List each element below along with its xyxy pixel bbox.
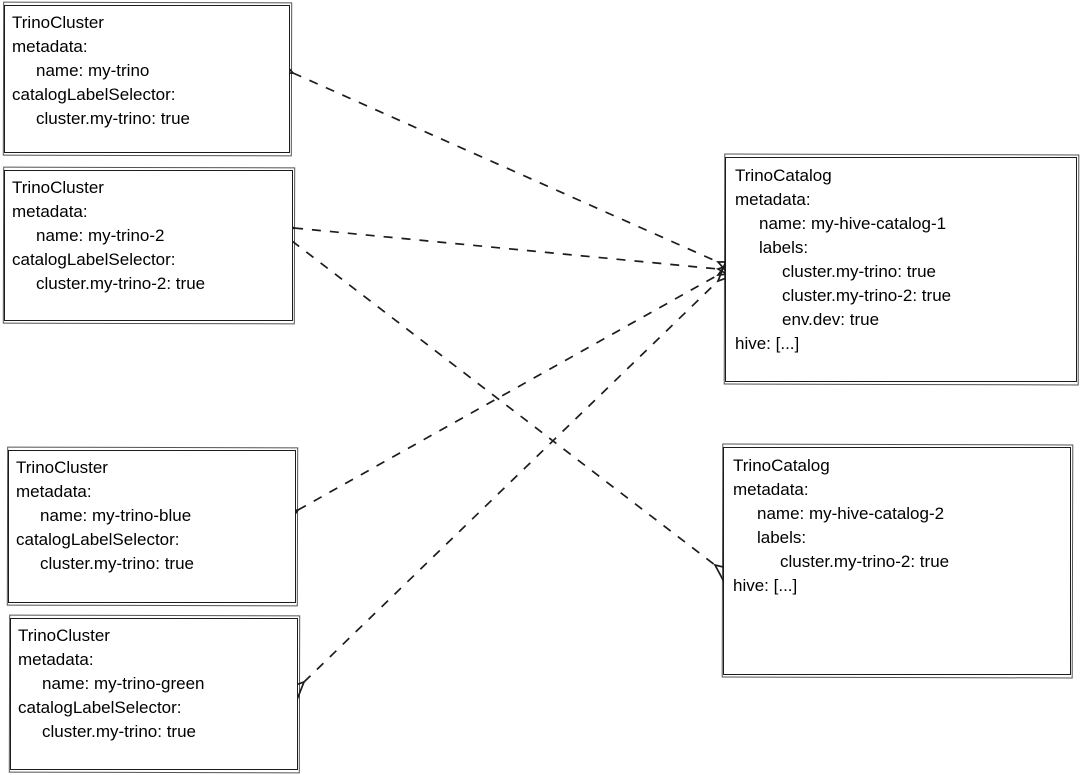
trinocluster-box-my-trino-2: TrinoCluster metadata: name: my-trino-2 … xyxy=(4,170,293,321)
yaml-line-kind: TrinoCluster xyxy=(12,13,104,32)
yaml-line-kind: TrinoCluster xyxy=(18,626,110,645)
yaml-line: metadata: xyxy=(12,202,88,221)
yaml-line: cluster.my-trino-2: true xyxy=(36,274,206,293)
yaml-line: metadata: xyxy=(735,190,811,209)
yaml-line: catalogLabelSelector: xyxy=(12,250,176,269)
yaml-line: hive: [...] xyxy=(735,334,800,353)
yaml-line: catalogLabelSelector: xyxy=(16,530,180,549)
yaml-line-kind: TrinoCluster xyxy=(16,458,108,477)
yaml-line: labels: xyxy=(759,238,809,257)
yaml-line: catalogLabelSelector: xyxy=(12,85,176,104)
edge-my-trino--my-hive-catalog-1 xyxy=(271,56,740,279)
yaml-line: env.dev: true xyxy=(782,310,880,329)
yaml-line-kind: TrinoCluster xyxy=(12,178,104,197)
yaml-line: labels: xyxy=(757,528,807,547)
yaml-line: metadata: xyxy=(16,482,92,501)
yaml-line: cluster.my-trino: true xyxy=(40,554,194,573)
yaml-line: metadata: xyxy=(733,480,809,499)
yaml-line: name: my-trino xyxy=(36,61,150,80)
yaml-line: cluster.my-trino-2: true xyxy=(780,552,950,571)
trinocluster-box-my-trino-green: TrinoCluster metadata: name: my-trino-gr… xyxy=(10,618,298,770)
yaml-line-kind: TrinoCatalog xyxy=(733,456,830,475)
yaml-line: cluster.my-trino: true xyxy=(36,109,190,128)
yaml-line: catalogLabelSelector: xyxy=(18,698,182,717)
yaml-line: cluster.my-trino: true xyxy=(782,262,936,281)
yaml-line: metadata: xyxy=(18,650,94,669)
yaml-line: name: my-trino-2 xyxy=(36,226,165,245)
edge-my-trino-blue--my-hive-catalog-1 xyxy=(276,256,740,529)
trinocatalog-box-my-hive-catalog-1: TrinoCatalog metadata: name: my-hive-cat… xyxy=(725,157,1077,382)
yaml-line: name: my-trino-blue xyxy=(40,506,192,525)
yaml-line: name: my-hive-catalog-1 xyxy=(759,214,947,233)
edge-my-trino-2--my-hive-catalog-2 xyxy=(270,221,737,585)
yaml-line: cluster.my-trino: true xyxy=(42,722,196,741)
edge-my-trino-green--my-hive-catalog-1 xyxy=(283,260,739,703)
yaml-line: name: my-hive-catalog-2 xyxy=(757,504,945,523)
yaml-line: hive: [...] xyxy=(733,576,798,595)
yaml-line: name: my-trino-green xyxy=(42,674,205,693)
trinocatalog-box-my-hive-catalog-2: TrinoCatalog metadata: name: my-hive-cat… xyxy=(723,447,1071,675)
yaml-line: cluster.my-trino-2: true xyxy=(782,286,952,305)
yaml-line-kind: TrinoCatalog xyxy=(735,166,832,185)
yaml-line: metadata: xyxy=(12,37,88,56)
trinocluster-box-my-trino-blue: TrinoCluster metadata: name: my-trino-bl… xyxy=(8,450,296,603)
trinocluster-box-my-trino: TrinoCluster metadata: name: my-trino ca… xyxy=(4,5,290,153)
edge-my-trino-2--my-hive-catalog-1 xyxy=(272,216,740,281)
